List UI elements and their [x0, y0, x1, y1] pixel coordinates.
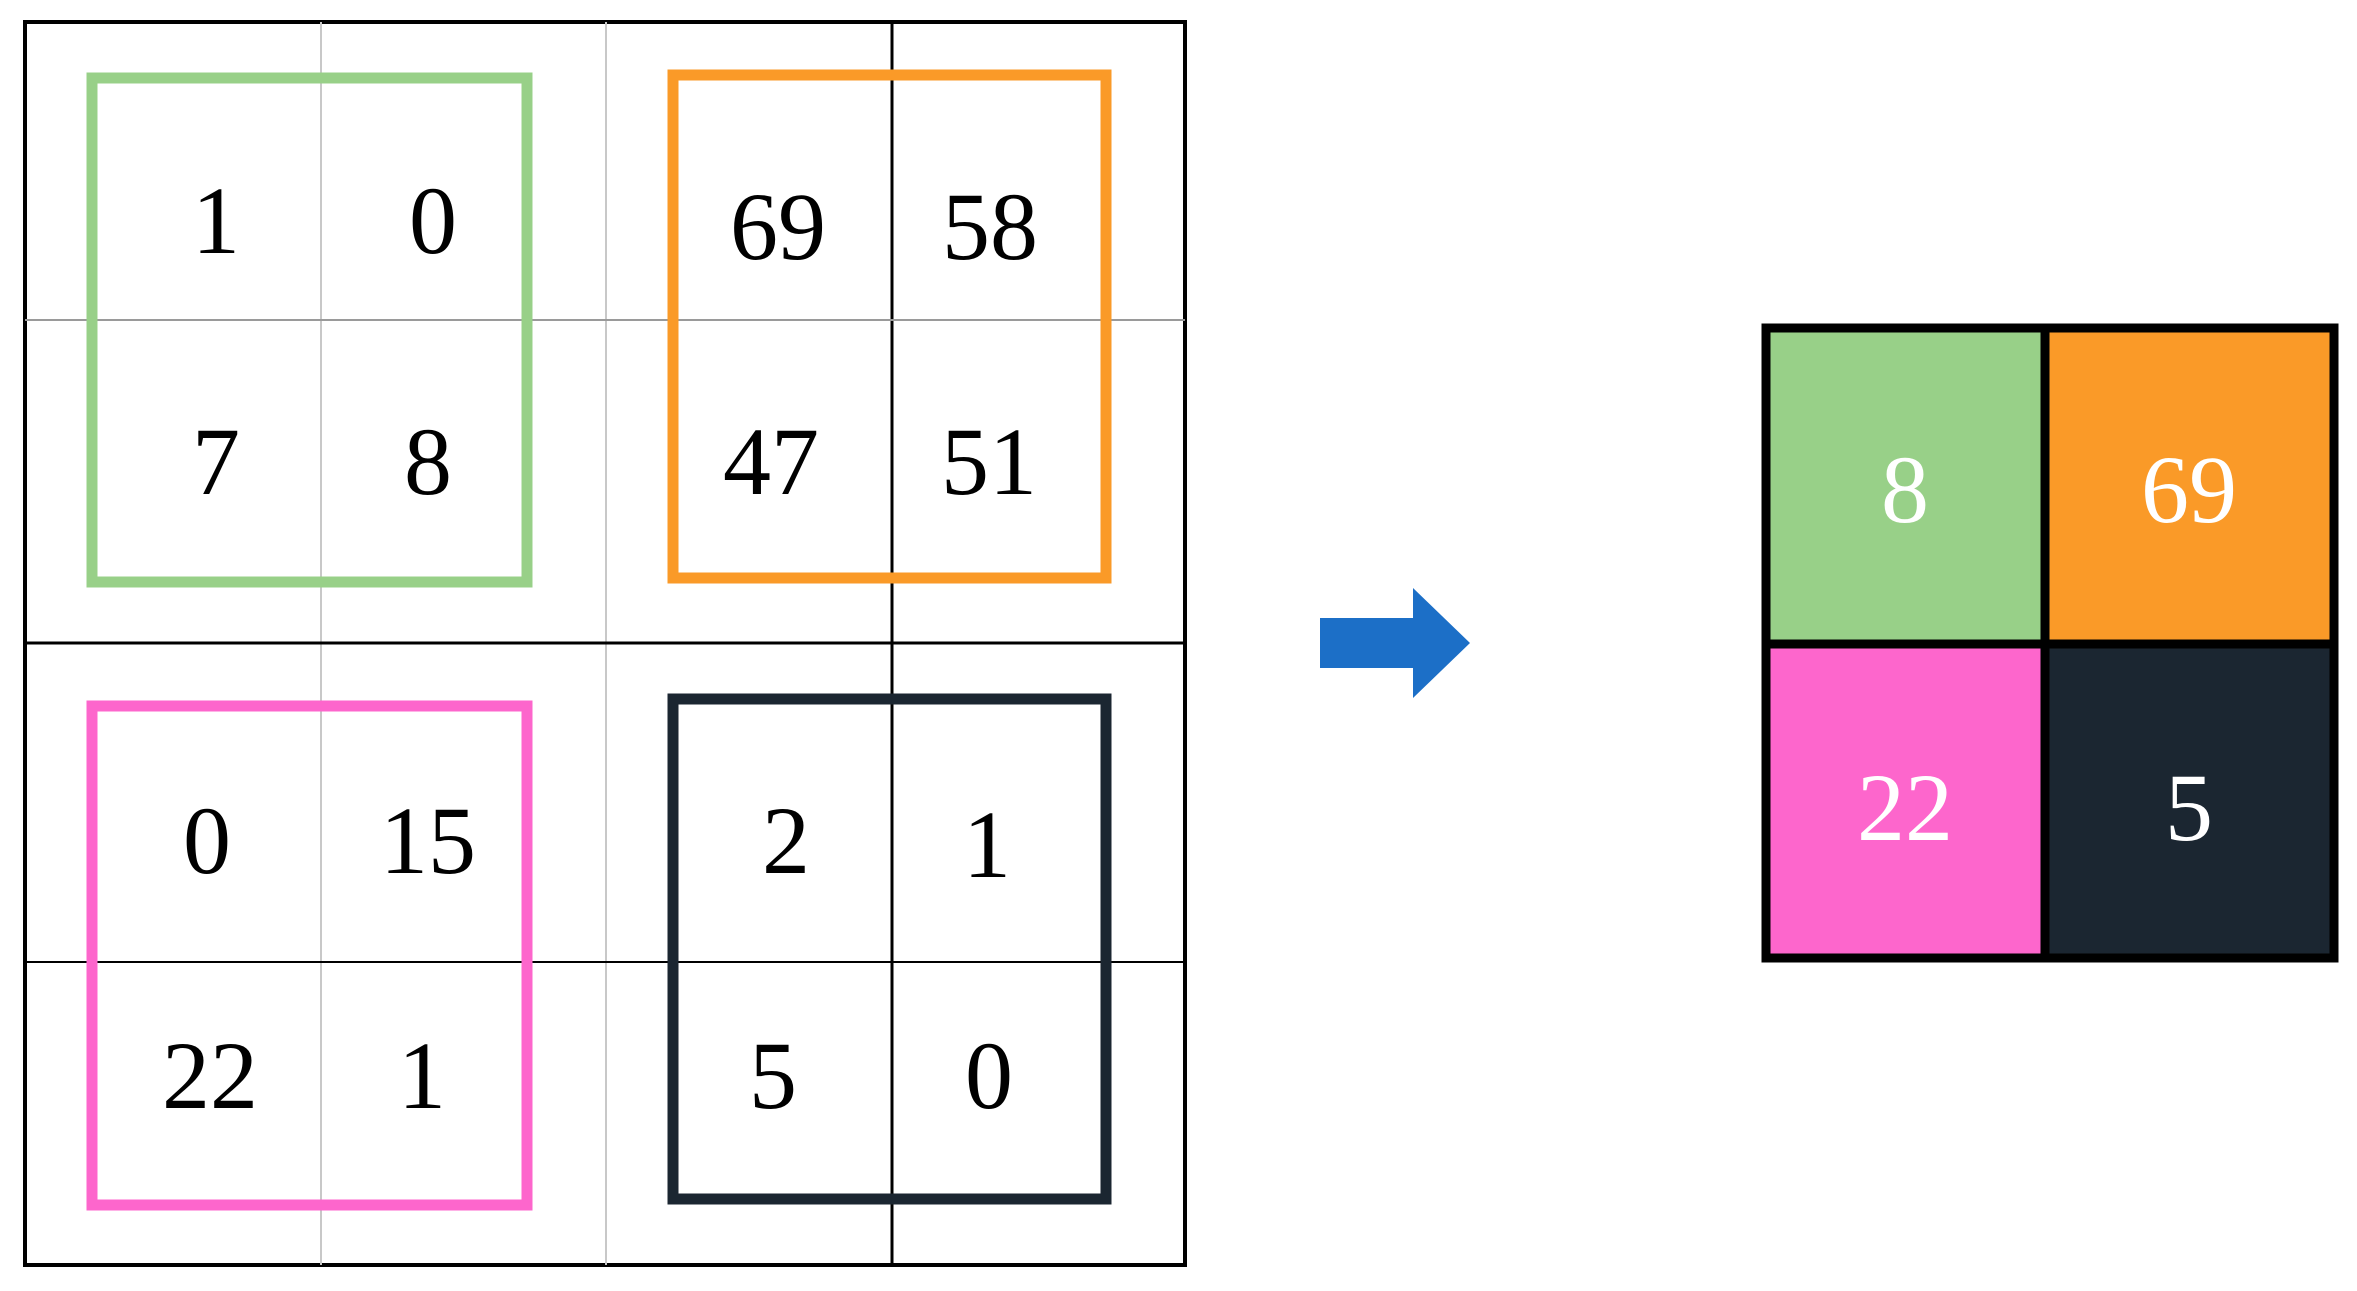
input-cell: 1: [963, 791, 1011, 898]
output-matrix: 8 69 22 5: [1761, 323, 2339, 963]
output-cell-fill: [2045, 644, 2334, 958]
pool-region-orange: [667, 69, 1112, 584]
pool-region-green: [86, 72, 533, 588]
input-cell: 51: [941, 408, 1037, 515]
input-cell: 0: [965, 1022, 1013, 1129]
pool-region-navy: [667, 693, 1112, 1205]
input-cell: 58: [942, 173, 1038, 280]
input-cell: 69: [730, 173, 826, 280]
input-cell: 8: [404, 408, 452, 515]
input-cell: 1: [398, 1022, 446, 1129]
input-cell: 0: [409, 167, 457, 274]
output-cell: 8: [1881, 436, 1929, 543]
output-cell: 5: [2165, 754, 2213, 861]
output-cell-fill: [1766, 644, 2045, 958]
input-cell: 15: [380, 787, 476, 894]
output-cell: 22: [1857, 754, 1953, 861]
input-cell: 7: [192, 408, 240, 515]
input-cell: 5: [749, 1022, 797, 1129]
input-cell: 0: [183, 787, 231, 894]
input-cell: 1: [192, 167, 240, 274]
arrow-right-icon: [1320, 588, 1470, 698]
input-cell: 47: [723, 408, 819, 515]
pool-region-pink: [86, 700, 533, 1211]
output-cell-fill: [2045, 328, 2334, 644]
output-cell-fill: [1766, 328, 2045, 644]
input-cell: 2: [762, 787, 810, 894]
input-matrix: 1 0 69 58 7 8 47 51 0 15 2 1 22 1 5 0: [23, 20, 1187, 1267]
input-cell: 22: [162, 1022, 258, 1129]
output-cell: 69: [2141, 436, 2237, 543]
